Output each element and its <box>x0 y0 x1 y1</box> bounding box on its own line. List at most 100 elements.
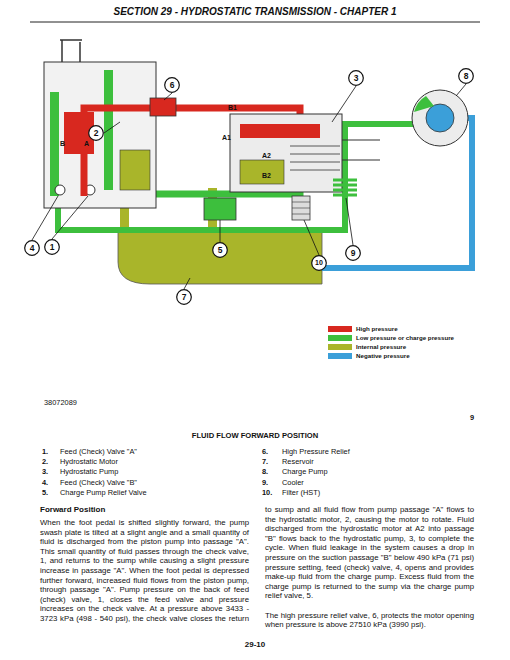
legend-swatch <box>328 335 352 341</box>
legend-swatch <box>328 353 352 359</box>
section-heading: Forward Position <box>40 505 249 514</box>
legend-text: High pressure <box>356 325 398 333</box>
leader-line <box>332 86 356 122</box>
motor-shaft <box>342 140 380 160</box>
leader-line <box>52 196 88 239</box>
page-header: SECTION 29 - HYDROSTATIC TRANSMISSION - … <box>0 6 510 17</box>
callout-number: 10 <box>311 255 327 271</box>
figure-id: 38072089 <box>44 398 77 407</box>
callout-number: 1 <box>44 239 60 255</box>
callout-ring <box>213 243 228 258</box>
callout-circle: 5 <box>212 242 228 258</box>
list-number: 4. <box>42 478 48 487</box>
motor-case <box>240 160 284 184</box>
leader-line <box>104 122 120 133</box>
callout-circle: 8 <box>458 68 474 84</box>
list-number: 7. <box>262 457 268 466</box>
callout-ring <box>177 290 192 305</box>
body-paragraph: The high pressure relief valve, 6, prote… <box>265 611 474 630</box>
callout-circle: 2 <box>88 125 104 141</box>
pump-body <box>44 62 156 208</box>
list-item: Reservoir <box>282 457 314 466</box>
list-item: Feed (Check) Valve "A" <box>60 447 137 456</box>
callout-circle: 1 <box>44 239 60 255</box>
legend-swatch <box>328 326 352 332</box>
list-item: Filter (HST) <box>282 488 320 497</box>
callout-ring <box>349 71 364 86</box>
figure-number: 9 <box>470 413 474 422</box>
callout-number: 8 <box>458 68 474 84</box>
list-item: Feed (Check) Valve "B" <box>60 478 137 487</box>
legend-text: Negative pressure <box>356 352 410 360</box>
charge-relief-valve <box>204 198 236 220</box>
callout-ring <box>165 78 180 93</box>
callout-number: 9 <box>345 245 361 261</box>
header-rule <box>30 22 480 23</box>
motor-body <box>230 114 342 192</box>
legend-text: Internal pressure <box>356 343 406 351</box>
leader-line <box>32 196 58 240</box>
pump-case <box>120 150 150 190</box>
callout-circle: 7 <box>176 289 192 305</box>
leader-line <box>164 93 172 100</box>
port-label: B <box>60 140 65 147</box>
port-label: A1 <box>222 134 231 141</box>
list-item: High Pressure Relief <box>282 447 350 456</box>
callout-ring <box>89 126 104 141</box>
list-item: Charge Pump Relief Valve <box>60 488 147 497</box>
list-item: Hydrostatic Motor <box>60 457 118 466</box>
callout-ring <box>459 69 474 84</box>
callout-circle: 9 <box>345 245 361 261</box>
leader-line <box>346 198 353 245</box>
charge-pump-rotor <box>426 104 454 132</box>
callout-ring <box>45 240 60 255</box>
callout-circle: 4 <box>24 240 40 256</box>
filter-body <box>292 196 310 220</box>
callout-circle: 6 <box>164 77 180 93</box>
filter-ribs <box>292 202 310 214</box>
port-label: B1 <box>228 104 237 111</box>
callout-number: 3 <box>348 70 364 86</box>
figure-caption: FLUID FLOW FORWARD POSITION <box>0 431 510 440</box>
legend-swatch <box>328 344 352 350</box>
list-number: 2. <box>42 457 48 466</box>
check-valve <box>55 185 65 195</box>
list-number: 5. <box>42 488 48 497</box>
charge-channel <box>50 92 59 196</box>
leader-line <box>184 278 190 289</box>
list-number: 8. <box>262 467 268 476</box>
list-item: Charge Pump <box>282 467 328 476</box>
legend-text: Low pressure or charge pressure <box>356 334 454 342</box>
callout-ring <box>25 241 40 256</box>
port-label: A <box>84 140 89 147</box>
list-item: Hydrostatic Pump <box>60 467 118 476</box>
callout-ring <box>312 256 327 271</box>
page-number: 29-10 <box>0 640 510 649</box>
callout-number: 6 <box>164 77 180 93</box>
port-label: A2 <box>262 152 271 159</box>
callout-number: 5 <box>212 242 228 258</box>
callout-circle: 3 <box>348 70 364 86</box>
list-number: 6. <box>262 447 268 456</box>
callout-number: 2 <box>88 125 104 141</box>
charge-pump-outlet <box>414 96 434 112</box>
charge-pump-body <box>412 90 468 146</box>
leader-line <box>456 84 466 96</box>
list-number: 3. <box>42 467 48 476</box>
callout-ring <box>346 246 361 261</box>
leader-line <box>220 220 221 242</box>
control-lever <box>60 40 82 62</box>
leader-line <box>304 220 319 255</box>
motor-pistons <box>290 146 340 170</box>
list-number: 9. <box>262 478 268 487</box>
callout-number: 7 <box>176 289 192 305</box>
list-number: 1. <box>42 447 48 456</box>
motor-port <box>240 124 320 138</box>
list-number: 10. <box>262 488 272 497</box>
cooler-coil <box>333 180 357 195</box>
list-item: Cooler <box>282 478 304 487</box>
callout-circle: 10 <box>311 255 327 271</box>
text-columns: Forward PositionWhen the foot pedal is s… <box>40 505 474 631</box>
port-label: B2 <box>262 172 271 179</box>
